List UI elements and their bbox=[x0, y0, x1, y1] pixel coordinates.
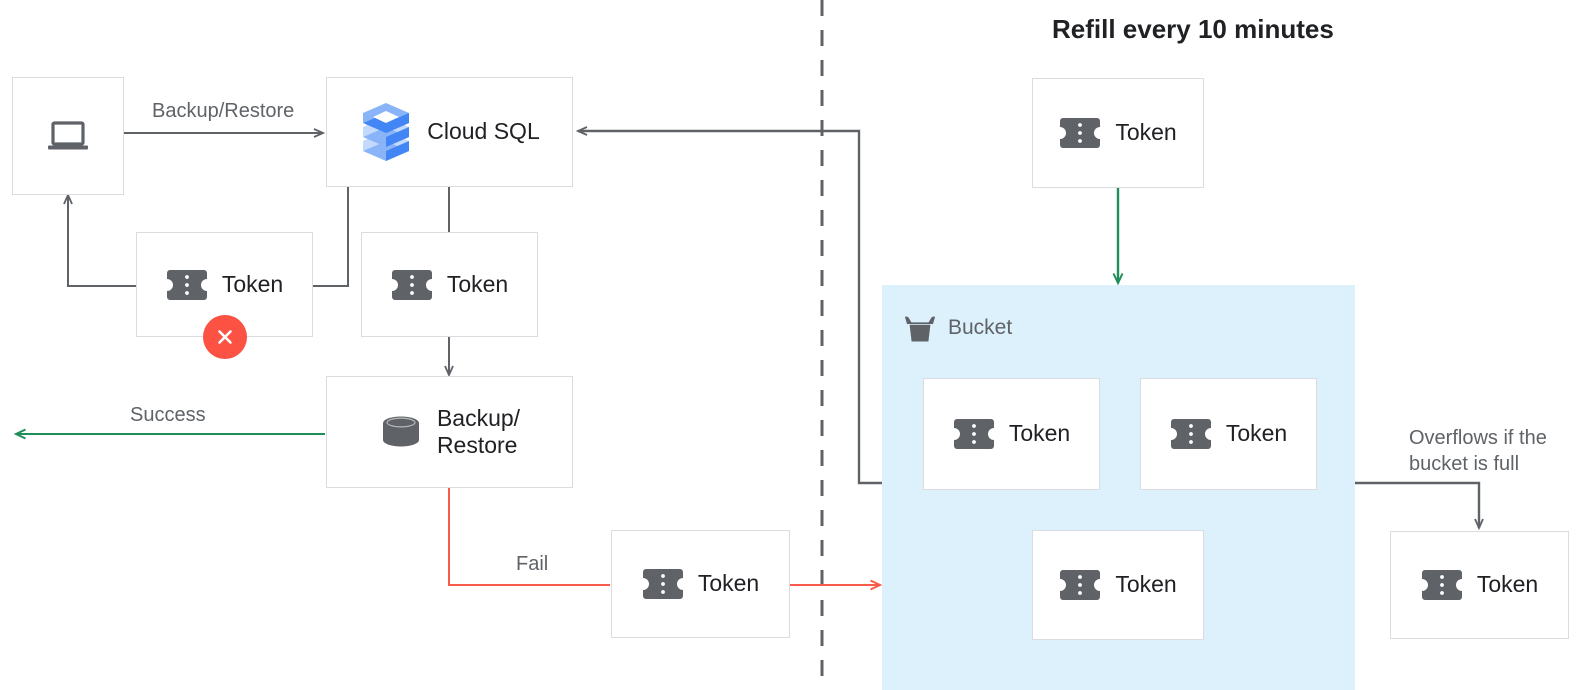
node-client[interactable] bbox=[12, 77, 124, 195]
cloud-sql-icon bbox=[359, 101, 413, 163]
token-icon bbox=[1421, 567, 1463, 603]
bucket-label: Bucket bbox=[948, 316, 1013, 339]
edge-token-retry-to-client bbox=[68, 195, 136, 287]
node-label: Token bbox=[1008, 420, 1071, 447]
node-token-refill[interactable]: Token bbox=[1032, 78, 1204, 188]
edge-label-overflow: Overflows if the bucket is full bbox=[1409, 427, 1547, 475]
node-token-overflow[interactable]: Token bbox=[1390, 531, 1569, 639]
node-token-bucket-1[interactable]: Token bbox=[923, 378, 1100, 490]
node-label: Token bbox=[446, 270, 509, 297]
node-label: Token bbox=[1115, 119, 1177, 146]
node-token-fail[interactable]: Token bbox=[611, 530, 790, 638]
node-label: Cloud SQL bbox=[427, 118, 540, 145]
node-backup-restore[interactable]: Backup/ Restore bbox=[326, 376, 573, 488]
edge-bucket-to-cloudsql bbox=[578, 131, 882, 485]
error-badge bbox=[203, 315, 247, 359]
node-label: Token bbox=[1225, 420, 1288, 447]
node-token-bucket-3[interactable]: Token bbox=[1032, 530, 1204, 640]
token-icon bbox=[1059, 115, 1101, 151]
node-label: Token bbox=[1476, 571, 1539, 598]
bucket-icon bbox=[903, 312, 937, 344]
node-cloud-sql[interactable]: Cloud SQL bbox=[326, 77, 573, 187]
edge-bucket-overflow bbox=[1354, 481, 1479, 528]
node-token-bucket-2[interactable]: Token bbox=[1140, 378, 1317, 490]
token-icon bbox=[642, 566, 684, 602]
token-icon bbox=[1170, 416, 1212, 452]
bucket-header: Bucket bbox=[903, 312, 1012, 344]
token-icon bbox=[166, 267, 208, 303]
edge-cloudsql-to-token-client bbox=[313, 187, 349, 287]
edge-label-fail: Fail bbox=[516, 553, 549, 575]
close-icon bbox=[214, 326, 236, 348]
token-icon bbox=[391, 267, 433, 303]
node-token-sql[interactable]: Token bbox=[361, 232, 538, 337]
edge-label-success: Success bbox=[130, 404, 206, 426]
node-label: Token bbox=[697, 570, 760, 597]
laptop-icon bbox=[46, 118, 90, 154]
node-label: Token bbox=[1115, 571, 1177, 598]
database-icon bbox=[379, 412, 423, 452]
node-label: Backup/ Restore bbox=[436, 404, 521, 458]
edge-label-backup-restore: Backup/Restore bbox=[152, 100, 295, 122]
node-label: Token bbox=[221, 270, 284, 297]
token-icon bbox=[1059, 567, 1101, 603]
page-title: Refill every 10 minutes bbox=[1052, 14, 1334, 44]
token-icon bbox=[953, 416, 995, 452]
